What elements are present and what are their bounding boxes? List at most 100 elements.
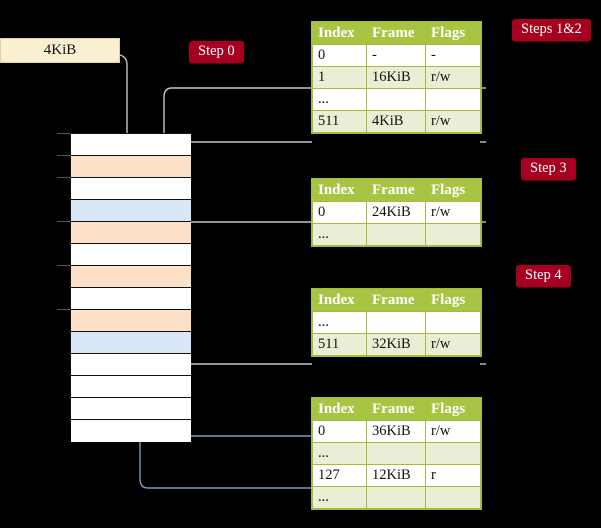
memory-frame-row — [71, 332, 191, 354]
memory-frame-row — [71, 420, 191, 442]
cell-flags: r — [425, 464, 481, 487]
cell-flags: r/w — [425, 420, 481, 443]
cell-index: ... — [312, 486, 367, 509]
memory-frame-row — [71, 266, 191, 288]
cell-frame — [366, 442, 426, 465]
cell-index: ... — [312, 311, 367, 334]
cell-flags — [425, 88, 481, 111]
cell-index: 127 — [312, 464, 367, 487]
table-row: ... — [312, 88, 481, 111]
memory-frame-row — [71, 244, 191, 266]
column-header-flags: Flags — [425, 398, 481, 421]
column-header-index: Index — [312, 289, 367, 312]
cell-frame: 16KiB — [366, 66, 426, 89]
cell-flags: r/w — [425, 201, 481, 224]
memory-frame-row — [71, 178, 191, 200]
memory-frame-tick — [57, 221, 71, 222]
table-row: ... — [312, 311, 481, 334]
cell-flags — [425, 486, 481, 509]
memory-frame-row — [71, 376, 191, 398]
memory-frame-row — [71, 222, 191, 244]
memory-frame-tick — [57, 177, 71, 178]
cell-index: 1 — [312, 66, 367, 89]
column-header-index: Index — [312, 398, 367, 421]
cell-frame: 4KiB — [366, 110, 426, 133]
cell-index: 0 — [312, 44, 367, 67]
cell-frame: 12KiB — [366, 464, 426, 487]
memory-frame-row — [71, 134, 191, 156]
table-row: ... — [312, 442, 481, 465]
column-header-index: Index — [312, 22, 367, 45]
pill-steps-1-2: Steps 1&2 — [512, 19, 591, 41]
cell-index: 511 — [312, 110, 367, 133]
pill-step-3-label: Step 3 — [530, 160, 567, 176]
memory-frame-row — [71, 200, 191, 222]
column-header-frame: Frame — [366, 22, 426, 45]
column-header-index: Index — [312, 179, 367, 202]
memory-frame-tick — [57, 155, 71, 156]
cell-frame — [366, 88, 426, 111]
cell-index: 0 — [312, 201, 367, 224]
pill-step-0: Step 0 — [189, 41, 244, 63]
cell-flags: r/w — [425, 333, 481, 356]
cell-index: 0 — [312, 420, 367, 443]
memory-frame-tick — [57, 133, 71, 134]
pill-step-4-label: Step 4 — [525, 267, 562, 283]
cell-index: ... — [312, 223, 367, 246]
physical-memory-column — [70, 133, 191, 442]
cell-frame — [366, 223, 426, 246]
page-box-label: 4KiB — [43, 42, 77, 58]
memory-frame-tick — [57, 265, 71, 266]
pill-step-3: Step 3 — [521, 158, 576, 180]
page-box-4kib: 4KiB — [0, 38, 120, 63]
cell-frame: 24KiB — [366, 201, 426, 224]
table-header-row: Index Frame Flags — [312, 398, 481, 421]
memory-frame-row — [71, 156, 191, 178]
memory-frame-row — [71, 398, 191, 420]
cell-frame: - — [366, 44, 426, 67]
column-header-flags: Flags — [425, 22, 481, 45]
pill-step-4: Step 4 — [516, 265, 571, 287]
column-header-frame: Frame — [366, 398, 426, 421]
memory-frame-tick — [57, 309, 71, 310]
table-row: ... — [312, 486, 481, 509]
pill-steps-1-2-label: Steps 1&2 — [521, 21, 582, 37]
column-header-flags: Flags — [425, 289, 481, 312]
memory-frame-row — [71, 310, 191, 332]
cell-index: ... — [312, 88, 367, 111]
cell-flags: r/w — [425, 66, 481, 89]
cell-flags — [425, 442, 481, 465]
cell-index: ... — [312, 442, 367, 465]
pill-step-0-label: Step 0 — [198, 43, 235, 59]
cell-flags: - — [425, 44, 481, 67]
table-header-row: Index Frame Flags — [312, 22, 481, 45]
cell-flags — [425, 223, 481, 246]
cell-flags — [425, 311, 481, 334]
table-header-row: Index Frame Flags — [312, 289, 481, 312]
cell-frame — [366, 311, 426, 334]
cell-flags: r/w — [425, 110, 481, 133]
memory-frame-row — [71, 288, 191, 310]
table-row: 0-- — [312, 44, 481, 67]
table-header-row: Index Frame Flags — [312, 179, 481, 202]
column-header-flags: Flags — [425, 179, 481, 202]
table-row: ... — [312, 223, 481, 246]
cell-frame: 32KiB — [366, 333, 426, 356]
memory-frame-row — [71, 354, 191, 376]
cell-index: 511 — [312, 333, 367, 356]
